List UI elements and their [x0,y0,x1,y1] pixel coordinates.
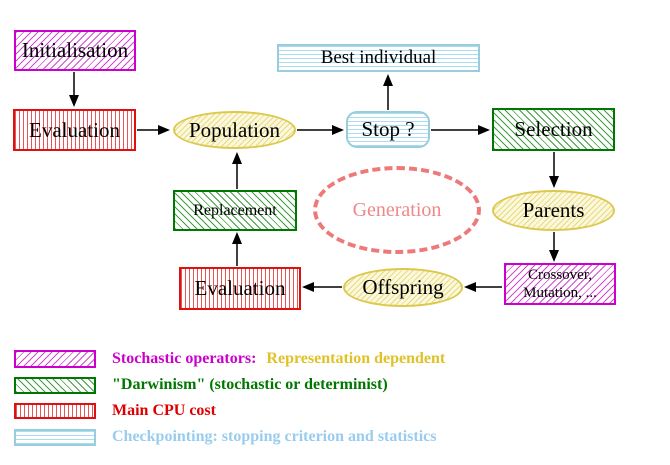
node-population: Population [173,111,296,149]
crossover-line2: Mutation, ... [523,285,597,301]
legend-label-darwinism: "Darwinism" (stochastic or determinist) [112,376,398,394]
crossover-line1: Crossover, [528,267,592,283]
node-initialisation: Initialisation [14,30,136,71]
node-offspring: Offspring [343,268,463,307]
node-parents: Parents [492,190,615,231]
generation-cycle-ellipse: Generation [313,166,481,254]
node-stop: Stop ? [346,111,430,148]
legend-swatch-red-stripes [14,403,96,419]
legend-row-checkpointing: Checkpointing: stopping criterion and st… [14,428,446,446]
legend-text-darwinism: "Darwinism" (stochastic or determinist) [112,376,388,393]
node-selection: Selection [492,108,615,151]
legend-row-stochastic: Stochastic operators: Representation depe… [14,350,455,368]
legend-text-representation-dependent: Representation dependent [266,350,446,367]
node-best-individual: Best individual [277,44,480,72]
legend-text-stochastic-operators: Stochastic operators: [112,350,257,367]
legend-text-checkpointing: Checkpointing: stopping criterion and st… [112,428,437,445]
legend-swatch-cyan-stripes [14,428,96,446]
legend-text-main-cpu-cost: Main CPU cost [112,402,216,419]
legend-swatch-magenta-hatch [14,350,96,368]
legend-row-cpu-cost: Main CPU cost [14,402,226,420]
node-evaluation-top: Evaluation [13,109,136,151]
legend-swatch-green-hatch [14,376,96,394]
legend-label-cpu-cost: Main CPU cost [112,402,226,420]
legend-label-stochastic: Stochastic operators: Representation depe… [112,350,455,368]
generation-label: Generation [352,198,442,221]
legend-label-checkpointing: Checkpointing: stopping criterion and st… [112,428,446,446]
legend-row-darwinism: "Darwinism" (stochastic or determinist) [14,376,398,394]
node-evaluation-bottom: Evaluation [179,267,301,310]
node-crossover-mutation: Crossover, Mutation, ... [504,263,616,305]
node-replacement: Replacement [173,190,297,231]
